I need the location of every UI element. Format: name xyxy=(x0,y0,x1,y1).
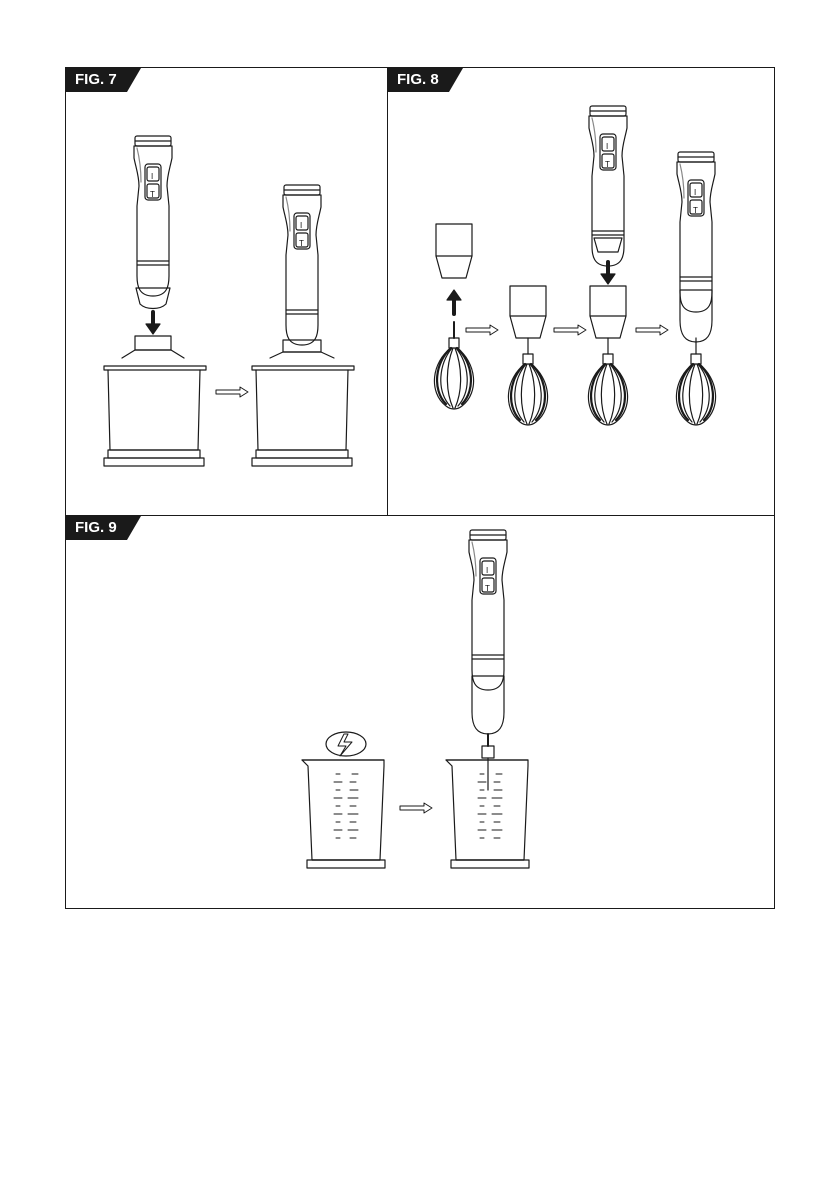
right-arrow-icon xyxy=(216,387,248,397)
down-arrow-icon xyxy=(146,312,160,334)
fig9-blender-in-beaker xyxy=(446,530,529,868)
right-arrow-icon xyxy=(636,325,668,335)
whisk-icon xyxy=(434,322,473,409)
food-icon xyxy=(326,732,366,756)
fig8-blender-insert xyxy=(588,106,627,425)
fig8-whisk-with-cup xyxy=(508,286,547,425)
right-arrow-icon xyxy=(400,803,432,813)
fig8-blender-assembled xyxy=(676,152,715,425)
right-arrow-icon xyxy=(466,325,498,335)
beaker-icon xyxy=(302,760,385,868)
fig8-adapter-cup xyxy=(436,224,472,278)
right-arrow-icon xyxy=(554,325,586,335)
chopper-bowl-icon xyxy=(104,336,206,466)
up-arrow-icon xyxy=(447,290,461,314)
fig7-blender-left xyxy=(134,136,172,309)
fig7-blender-assembled xyxy=(252,185,354,466)
